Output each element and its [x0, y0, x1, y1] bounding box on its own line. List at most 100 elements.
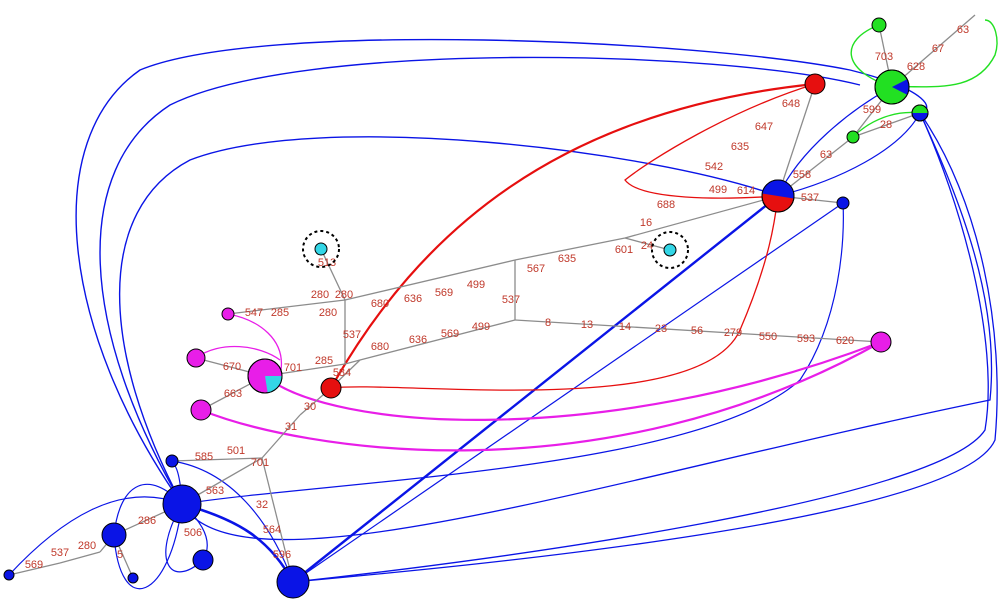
- edge-label-0: 703: [875, 51, 893, 63]
- edge-label-47: 584: [333, 367, 351, 379]
- edge-label-38: 280: [319, 307, 337, 319]
- edge-label-3: 628: [907, 61, 925, 73]
- node-slice-blue: [762, 180, 794, 199]
- colored-curved-edges: [8, 19, 998, 590]
- edge-label-34: 620: [836, 335, 854, 347]
- curve-edge-12: [777, 112, 921, 197]
- edge-label-8: 499: [709, 184, 727, 196]
- edge-label-35: 513: [318, 257, 336, 269]
- edge-label-17: 24: [641, 240, 653, 252]
- node-slice-cyan: [265, 376, 282, 393]
- edge-label-15: 688: [657, 199, 675, 211]
- node-m_pie: [247, 358, 283, 394]
- node-b_left2: [192, 549, 214, 571]
- edge-label-43: 636: [409, 334, 427, 346]
- curve-edge-7: [292, 202, 844, 583]
- edge-label-14: 63: [820, 149, 832, 161]
- edge-label-27: 13: [581, 319, 593, 331]
- edge-label-24: 680: [371, 298, 389, 310]
- node-r_top: [804, 73, 826, 95]
- edge-label-25: 537: [502, 294, 520, 306]
- node-circle: [663, 243, 677, 257]
- curve-edge-24: [200, 341, 882, 452]
- edge-label-31: 279: [724, 327, 742, 339]
- tree-edge-17: [227, 299, 346, 315]
- curve-edge-21: [330, 195, 779, 391]
- edge-label-1: 67: [932, 43, 944, 55]
- curve-edge-20: [330, 82, 816, 389]
- edge-label-21: 499: [467, 279, 485, 291]
- node-circle: [101, 522, 127, 548]
- node-slice-green: [912, 105, 928, 113]
- node-b_small_b: [127, 572, 139, 584]
- node-circle: [804, 73, 826, 95]
- node-gb_small: [911, 104, 929, 122]
- edge-label-45: 499: [472, 321, 490, 333]
- tree-edge-30: [891, 14, 976, 88]
- edge-label-42: 680: [371, 341, 389, 353]
- edge-label-13: 28: [880, 119, 892, 131]
- curve-edge-6: [181, 202, 844, 505]
- node-m_b: [190, 399, 212, 421]
- curve-edge-2: [119, 136, 779, 505]
- curve-edge-26: [227, 313, 283, 371]
- node-circle: [870, 331, 892, 353]
- node-m_c: [221, 307, 235, 321]
- node-circle: [127, 572, 139, 584]
- edge-label-60: 286: [138, 515, 156, 527]
- tree-edge-6: [261, 414, 301, 459]
- curve-edge-13: [8, 496, 183, 576]
- edge-label-22: 569: [435, 287, 453, 299]
- curve-edge-15: [113, 503, 183, 590]
- tree-edge-23: [624, 195, 779, 239]
- edge-label-58: 564: [263, 524, 281, 536]
- node-circle: [846, 130, 860, 144]
- edge-label-57: 32: [256, 499, 268, 511]
- curve-edge-3: [181, 112, 993, 541]
- edge-label-54: 501: [227, 445, 245, 457]
- nodes: [3, 17, 929, 599]
- tree-edge-22: [624, 237, 671, 251]
- edge-label-4: 648: [782, 98, 800, 110]
- edge-label-61: 506: [184, 527, 202, 539]
- edge-label-48: 670: [223, 361, 241, 373]
- tree-edge-21: [514, 237, 626, 261]
- edge-label-2: 63: [957, 24, 969, 36]
- edge-label-39: 285: [271, 307, 289, 319]
- curve-edge-22: [624, 83, 816, 199]
- highlight-ring: [302, 230, 340, 268]
- edge-label-16: 16: [640, 217, 652, 229]
- node-c_2: [651, 231, 689, 269]
- tree-edge-8: [171, 457, 263, 462]
- edge-label-30: 56: [691, 325, 703, 337]
- edge-label-59: 596: [273, 549, 291, 561]
- node-outline: [874, 69, 910, 105]
- edge-label-41: 537: [343, 329, 361, 341]
- edge-label-46: 285: [315, 355, 333, 367]
- curve-edge-17: [165, 503, 204, 573]
- node-m_a: [186, 348, 206, 368]
- tree-edge-0: [8, 562, 61, 576]
- node-circle: [192, 549, 214, 571]
- edge-label-7: 542: [705, 161, 723, 173]
- edge-label-56: 563: [206, 485, 224, 497]
- curve-edge-19: [171, 460, 294, 583]
- node-m_right: [870, 331, 892, 353]
- node-slice-blue: [892, 79, 909, 95]
- node-circle: [836, 196, 850, 210]
- node-circle: [162, 484, 202, 524]
- edge-label-51: 30: [304, 401, 316, 413]
- edge-label-23: 636: [404, 293, 422, 305]
- node-c_1: [302, 230, 340, 268]
- edge-label-28: 14: [619, 321, 631, 333]
- edge-label-32: 550: [759, 331, 777, 343]
- node-circle: [186, 348, 206, 368]
- edge-label-29: 23: [655, 323, 667, 335]
- edge-label-65: 5: [117, 549, 123, 561]
- node-circle: [190, 399, 212, 421]
- edge-label-12: 599: [863, 104, 881, 116]
- node-circle: [871, 17, 887, 33]
- node-circle: [221, 307, 235, 321]
- edge-label-55: 701: [251, 457, 269, 469]
